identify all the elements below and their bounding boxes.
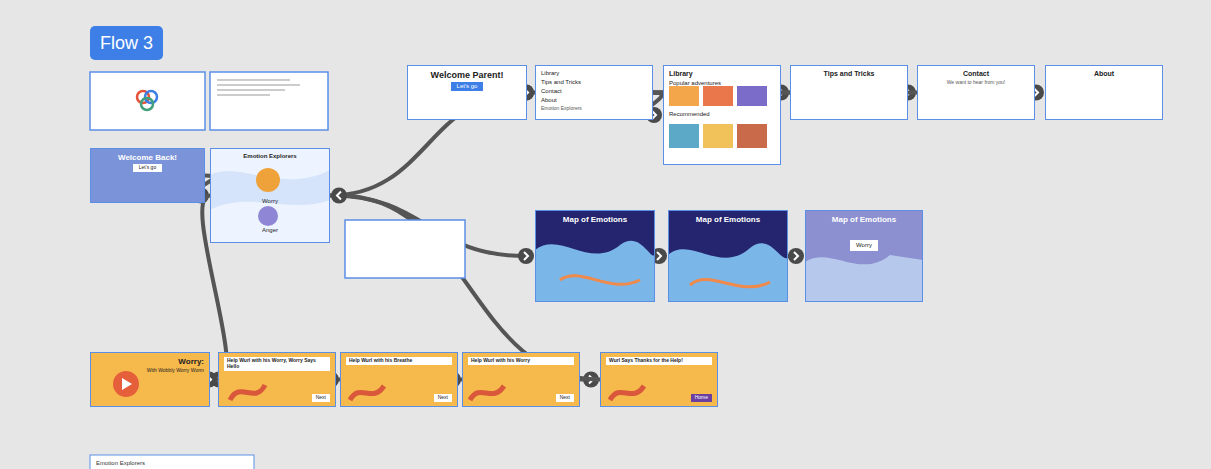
screen-frame: Tips and Tricks: [790, 65, 908, 120]
frame-bg: [90, 148, 205, 203]
thumb: [703, 86, 733, 106]
partial-frame: [90, 455, 254, 469]
thumb: [669, 124, 699, 148]
frame-text: Popular adventures: [669, 80, 775, 87]
frame-label: Emotion Explorers: [96, 460, 145, 466]
screen-frame: Welcome Parent! Let's go: [407, 65, 527, 120]
anger-planet: [258, 206, 278, 226]
frame-bg: [210, 148, 330, 243]
logo-frame: [90, 72, 205, 130]
frame-text: Map of Emotions: [832, 215, 896, 224]
frame-bg: [407, 65, 527, 120]
frame-bg: [917, 65, 1035, 120]
text-placeholder: [217, 80, 300, 95]
frame-text: Tips and Tricks: [541, 79, 647, 86]
frame-text: Map of Emotions: [563, 215, 627, 224]
frame-text: Tips and Tricks: [824, 70, 875, 78]
note-frame: [210, 72, 328, 130]
prototype-connector: [786, 254, 797, 258]
worry-planet: [256, 168, 280, 192]
thumb: [703, 124, 733, 148]
frame-bg: [1045, 65, 1163, 120]
frame-text: About: [1094, 70, 1114, 78]
frame-bg: [535, 65, 653, 120]
logo: [137, 91, 157, 110]
thumb: [737, 86, 767, 106]
frame-text: Help Wurl with his Worry: [468, 357, 574, 365]
frame-text: Next: [556, 394, 574, 402]
map-bg: [535, 210, 923, 302]
frame-text: Next: [312, 394, 330, 402]
frame-text: We want to hear from you!: [947, 80, 1006, 86]
screen-frame: LibraryPopular adventuresRecommended: [663, 65, 781, 165]
frame-text: Map of Emotions: [696, 215, 760, 224]
screen-frame: Contact We want to hear from you!: [917, 65, 1035, 120]
frame-text: Next: [434, 394, 452, 402]
screen-frame: Map of Emotions: [535, 210, 655, 302]
frame-text: Help Wurl with his Breathe: [346, 357, 452, 365]
frame-text: Let's go: [133, 164, 162, 172]
screen-frame: Emotion ExplorersWorryAnger: [210, 148, 330, 243]
frame-text: Help Wurl with his Worry, Worry Says Hel…: [224, 357, 330, 371]
thumb: [737, 124, 767, 148]
screen-frame: Worry: With Wobbly Worry Worm: [90, 352, 210, 407]
screen-frame: Help Wurl with his WorryNext: [462, 352, 580, 407]
frame-text: Worry: [850, 240, 878, 251]
screen-frame: Help Wurl with his Worry, Worry Says Hel…: [218, 352, 336, 407]
thumb: [669, 86, 699, 106]
frame-text: Library: [541, 70, 647, 77]
frame-text: Recommended: [669, 111, 775, 118]
frame-text: Welcome Back!: [118, 153, 177, 162]
frame-text: Anger: [262, 227, 278, 234]
frame-text: About: [541, 97, 647, 104]
frame-bg: [790, 65, 908, 120]
frame-text: With Wobbly Worry Worm: [147, 368, 204, 374]
frame-text: Worry: [262, 198, 278, 205]
frame-text: Worry:: [178, 357, 204, 366]
frame-text: Home: [691, 394, 712, 402]
screen-frame: About: [1045, 65, 1163, 120]
frame-text: Emotion Explorers: [541, 106, 647, 112]
frame-text: Library: [669, 70, 775, 78]
screen-frame: Map of EmotionsWorry: [805, 210, 923, 302]
frame-text: Wurl Says Thanks for the Help!: [606, 357, 712, 365]
empty-frame: [345, 220, 465, 278]
screen-frame: Map of Emotions: [668, 210, 788, 302]
frame-text: Contact: [963, 70, 989, 78]
worry-bg: [90, 352, 718, 407]
frame-text: Contact: [541, 88, 647, 95]
frame-text: Welcome Parent!: [431, 70, 504, 80]
frame-bg: [663, 65, 781, 165]
screen-frame: LibraryTips and TricksContactAboutEmotio…: [535, 65, 653, 120]
flow-title: Flow 3: [90, 26, 163, 60]
frame-text: Emotion Explorers: [243, 153, 296, 160]
frame-text: Let's go: [451, 82, 484, 91]
screen-frame: Help Wurl with his BreatheNext: [340, 352, 458, 407]
screen-frame: Wurl Says Thanks for the Help! Home: [600, 352, 718, 407]
screen-frame: Welcome Back! Let's go: [90, 148, 205, 203]
